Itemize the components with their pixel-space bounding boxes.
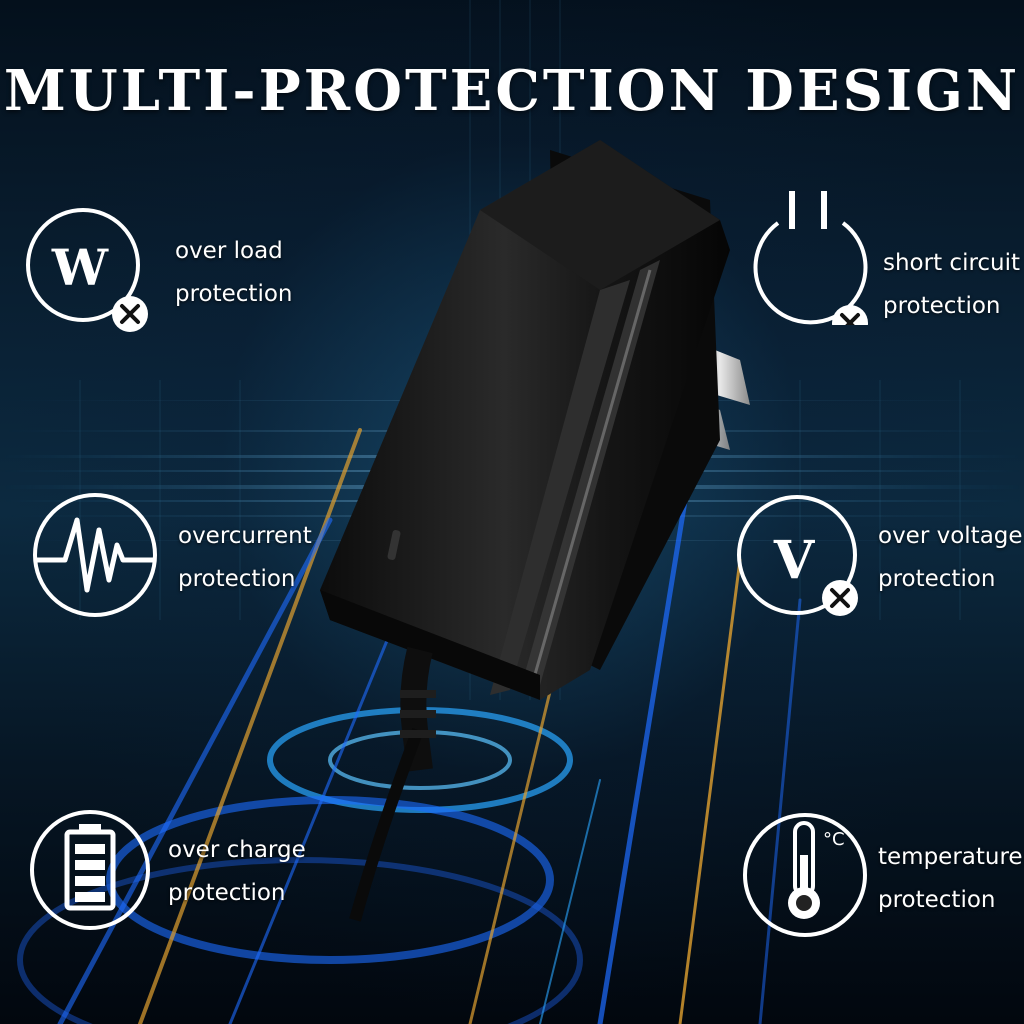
temperature-subtitle: protection bbox=[878, 887, 996, 913]
svg-text:°C: °C bbox=[823, 829, 845, 850]
short-circuit-title: short circuit bbox=[883, 250, 1021, 276]
short-circuit-subtitle: protection bbox=[883, 293, 1001, 319]
short-circuit-label: short circuit protection bbox=[883, 242, 1020, 328]
short-circuit-power-icon bbox=[753, 191, 868, 325]
overcurrent-wave-icon bbox=[33, 493, 157, 617]
over-charge-label: over charge protection bbox=[168, 829, 306, 915]
over-load-subtitle: protection bbox=[175, 281, 293, 307]
over-charge-title: over charge bbox=[168, 837, 306, 863]
over-load-title: over load bbox=[175, 238, 283, 264]
overvoltage-v-icon: V bbox=[737, 495, 858, 616]
over-voltage-subtitle: protection bbox=[878, 566, 996, 592]
overcurrent-subtitle: protection bbox=[178, 566, 296, 592]
thermometer-icon: °C bbox=[743, 813, 867, 937]
power-adapter-image bbox=[320, 140, 750, 922]
over-load-label: over load protection bbox=[175, 230, 293, 316]
over-voltage-title: over voltage bbox=[878, 523, 1023, 549]
over-voltage-label: over voltage protection bbox=[878, 515, 1023, 601]
over-charge-subtitle: protection bbox=[168, 880, 286, 906]
svg-text:W: W bbox=[51, 238, 109, 297]
temperature-label: temperature protection bbox=[878, 836, 1023, 922]
battery-icon bbox=[30, 810, 150, 930]
temperature-title: temperature bbox=[878, 844, 1023, 870]
overload-w-icon: W bbox=[26, 208, 148, 332]
page-title: MULTI-PROTECTION DESIGN bbox=[3, 58, 1021, 124]
svg-text:V: V bbox=[773, 530, 816, 591]
overcurrent-label: overcurrent protection bbox=[178, 515, 312, 601]
overcurrent-title: overcurrent bbox=[178, 523, 312, 549]
